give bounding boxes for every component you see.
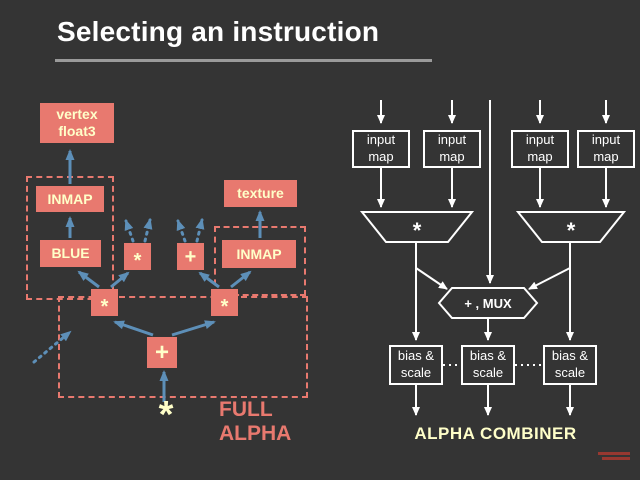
title-underline <box>55 59 432 62</box>
full-alpha-label: FULL ALPHA <box>219 398 292 446</box>
texture-box: texture <box>224 180 297 207</box>
mux-label: + , MUX <box>464 296 512 311</box>
dotted-arrow <box>195 218 205 243</box>
dotted-arrow <box>176 219 187 243</box>
input-map-box: input map <box>352 130 410 168</box>
corner-watermark <box>598 452 630 455</box>
vertex-float3-box: vertex float3 <box>40 103 114 143</box>
arrow <box>415 267 448 290</box>
add-op-box: + <box>177 243 204 270</box>
combiner-wires <box>377 100 610 416</box>
blue-box: BLUE <box>40 240 101 267</box>
dotted-arrow <box>124 219 135 243</box>
multiply-op-box: * <box>211 289 238 317</box>
multiplier-left-label: * <box>413 218 422 243</box>
add-root-op-box: + <box>147 337 177 368</box>
multiplier-trapezoid-left <box>359 211 475 243</box>
multiply-op-box: * <box>91 289 118 317</box>
dotted-arrow <box>32 330 72 364</box>
dotted-arrow <box>143 218 153 243</box>
multiplier-right-label: * <box>567 218 576 243</box>
arrow <box>528 267 571 290</box>
multiplier-trapezoid-right <box>515 211 627 243</box>
combiner-shapes: * * + , MUX <box>359 211 627 319</box>
tree-arrows <box>32 149 265 402</box>
input-map-box: input map <box>511 130 569 168</box>
corner-watermark <box>602 457 630 460</box>
arrow <box>171 320 216 337</box>
arrow <box>77 270 100 289</box>
bias-scale-box: bias & scale <box>389 345 443 385</box>
dashed-region-full-alpha <box>58 296 308 398</box>
page-title: Selecting an instruction <box>57 16 380 47</box>
arrow <box>113 320 154 337</box>
arrow <box>230 270 252 289</box>
arrow <box>198 271 220 289</box>
bias-scale-box: bias & scale <box>543 345 597 385</box>
arrow <box>110 271 130 289</box>
bias-scale-box: bias & scale <box>461 345 515 385</box>
multiply-op-box: * <box>124 243 151 271</box>
input-map-box: input map <box>423 130 481 168</box>
inmap-box-left: INMAP <box>36 186 104 212</box>
inmap-box-right: INMAP <box>222 240 296 268</box>
input-map-box: input map <box>577 130 635 168</box>
alpha-combiner-caption: ALPHA COMBINER <box>414 424 577 443</box>
root-star: * <box>158 394 174 436</box>
mux-shape <box>437 287 539 319</box>
